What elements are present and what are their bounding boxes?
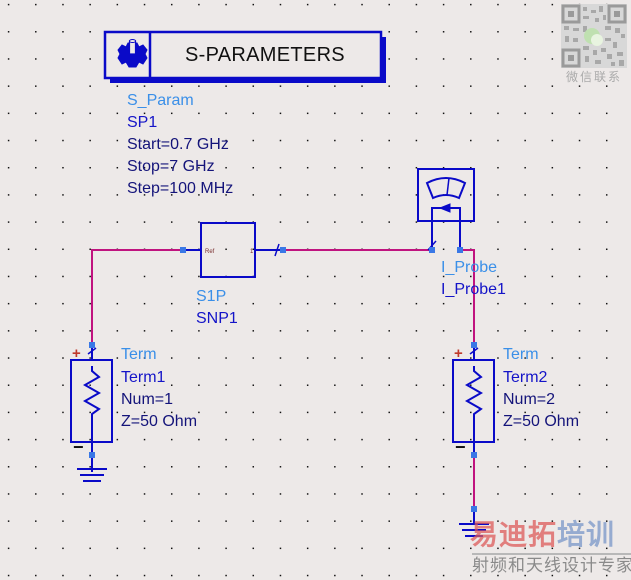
- sp-param-stop: Stop=7 GHz: [127, 158, 215, 175]
- svg-text:1: 1: [250, 249, 254, 255]
- wire-term1-to-snp[interactable]: [91, 249, 185, 345]
- term2-param-z: Z=50 Ohm: [503, 413, 580, 430]
- sp-param-start: Start=0.7 GHz: [127, 136, 229, 153]
- snp-type-label: S1P: [196, 288, 227, 305]
- probe-type-label: I_Probe: [441, 259, 498, 276]
- watermark-brand-red: 易迪拓: [470, 519, 558, 550]
- svg-text:Ref: Ref: [205, 249, 215, 255]
- term1-component[interactable]: [70, 342, 113, 482]
- gear-icon: [117, 39, 148, 68]
- sp-param-step: Step=100 MHz: [127, 180, 234, 197]
- watermark-brand-blue: 培训: [557, 519, 616, 550]
- qr-code: [561, 4, 627, 68]
- term2-plus-sign: +: [454, 345, 463, 362]
- watermark-subtitle: 射频和天线设计专家: [472, 553, 631, 576]
- sp-instance-label: SP1: [127, 114, 158, 131]
- wire-probe-to-term2[interactable]: [460, 249, 475, 345]
- ammeter-icon: [425, 177, 467, 200]
- term1-param-num: Num=1: [121, 391, 174, 408]
- ground-icon: [459, 523, 489, 537]
- pin-port1: [280, 247, 286, 253]
- term2-param-num: Num=2: [503, 391, 556, 408]
- term1-instance-label: Term1: [121, 369, 166, 386]
- term1-minus-sign: −: [73, 437, 84, 457]
- term2-component[interactable]: [452, 342, 495, 537]
- term1-type-label: Term: [121, 346, 157, 363]
- s-parameters-title: S-PARAMETERS: [185, 43, 345, 66]
- sp-type-label: S_Param: [127, 92, 194, 109]
- probe-instance-label: I_Probe1: [441, 281, 506, 298]
- term2-instance-label: Term2: [503, 369, 548, 386]
- qr-code-icon: [561, 4, 627, 68]
- snp-instance-label: SNP1: [196, 310, 238, 327]
- snp-component[interactable]: Ref 1: [180, 222, 286, 278]
- term2-minus-sign: −: [455, 437, 466, 457]
- term2-type-label: Term: [503, 346, 539, 363]
- qr-contact-label: 微信联系: [565, 70, 622, 84]
- watermark-brand: 易迪拓培训: [470, 518, 615, 552]
- pin-ref: [180, 247, 186, 253]
- term1-plus-sign: +: [72, 345, 81, 362]
- current-probe[interactable]: [417, 168, 475, 253]
- pin-tick: [274, 243, 280, 257]
- s-parameters-controller[interactable]: [103, 30, 386, 83]
- term1-param-z: Z=50 Ohm: [121, 413, 198, 430]
- ground-icon: [77, 468, 107, 482]
